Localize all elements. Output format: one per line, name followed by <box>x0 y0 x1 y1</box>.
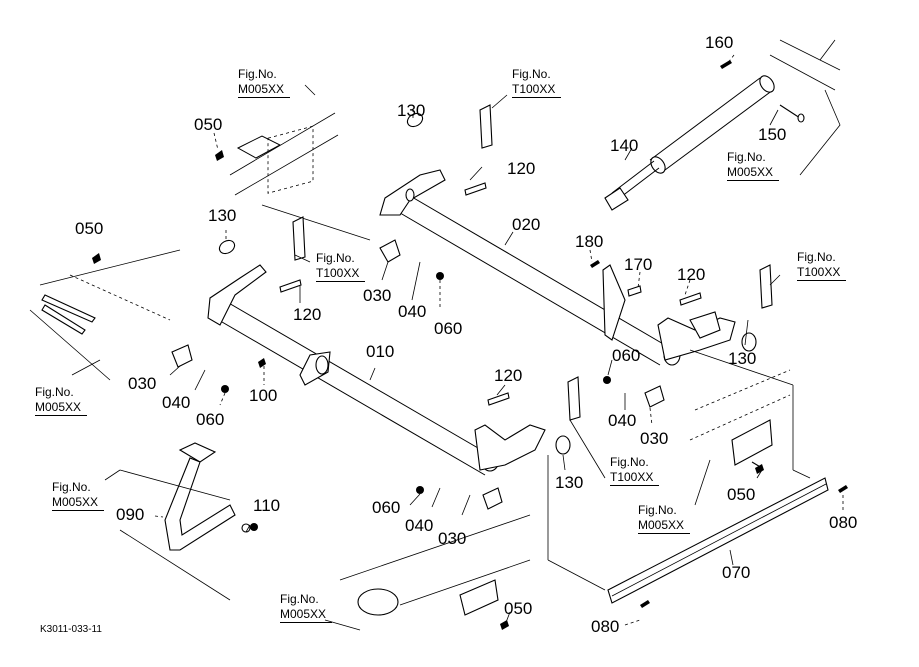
part-label: 120 <box>507 159 536 178</box>
fig-ref-code: M005XX <box>280 607 333 623</box>
fig-ref-prefix: Fig.No. <box>280 592 319 606</box>
fig-ref-prefix: Fig.No. <box>727 150 766 164</box>
part-label: 140 <box>610 136 639 155</box>
fig-ref-prefix: Fig.No. <box>35 385 74 399</box>
part-label: 060 <box>196 410 225 429</box>
fig-ref-prefix: Fig.No. <box>512 67 551 81</box>
fig-ref-code: M005XX <box>35 400 88 416</box>
fig-ref-prefix: Fig.No. <box>610 455 649 469</box>
frame-section-top-left <box>229 112 371 241</box>
part-label: 130 <box>208 206 237 225</box>
fig-ref-center-low: Fig.No.T100XX <box>610 455 660 486</box>
fig-ref-left-mid: Fig.No.M005XX <box>35 385 88 416</box>
part-label: 050 <box>504 599 533 618</box>
fig-ref-code: M005XX <box>52 495 105 511</box>
fig-ref-center-left: Fig.No.T100XX <box>316 251 366 282</box>
rockshaft-lower <box>207 264 546 476</box>
rear-frame <box>547 349 811 591</box>
fig-ref-bottom-center: Fig.No.M005XX <box>280 592 333 623</box>
part-label: 030 <box>128 374 157 393</box>
part-label: 060 <box>612 346 641 365</box>
fig-ref-code: T100XX <box>316 266 366 282</box>
frame-section-bottom <box>339 514 531 616</box>
fig-ref-prefix: Fig.No. <box>797 250 836 264</box>
part-label: 080 <box>829 513 858 532</box>
part-label: 150 <box>758 125 787 144</box>
part-label: 120 <box>293 305 322 324</box>
part-label: 030 <box>640 429 669 448</box>
part-label: 060 <box>434 319 463 338</box>
fig-ref-prefix: Fig.No. <box>238 67 277 81</box>
hardware-parts <box>92 104 773 630</box>
fig-ref-prefix: Fig.No. <box>316 251 355 265</box>
fig-ref-right-low: Fig.No.M005XX <box>638 503 691 534</box>
part-label: 050 <box>75 219 104 238</box>
part-label: 060 <box>372 498 401 517</box>
part-label: 120 <box>494 366 523 385</box>
part-label: 130 <box>555 473 584 492</box>
stay-bar <box>607 477 848 608</box>
part-label: 040 <box>162 393 191 412</box>
part-label: 090 <box>116 505 145 524</box>
part-label: 180 <box>575 232 604 251</box>
fig-ref-top-left: Fig.No.M005XX <box>238 67 291 98</box>
part-label: 070 <box>722 563 751 582</box>
fig-ref-left-low: Fig.No.M005XX <box>52 480 105 511</box>
part-label: 100 <box>249 386 278 405</box>
part-label: 120 <box>677 265 706 284</box>
fig-ref-code: T100XX <box>797 265 847 281</box>
part-label: 030 <box>363 286 392 305</box>
part-label: 040 <box>405 516 434 535</box>
fig-ref-right-mid: Fig.No.T100XX <box>797 250 847 281</box>
fig-ref-top-center: Fig.No.T100XX <box>512 67 562 98</box>
fig-ref-code: M005XX <box>238 82 291 98</box>
part-label: 130 <box>397 101 426 120</box>
fig-ref-prefix: Fig.No. <box>52 480 91 494</box>
fig-ref-code: M005XX <box>727 165 780 181</box>
part-label: 170 <box>624 255 653 274</box>
part-label: 050 <box>727 485 756 504</box>
part-label: 010 <box>366 342 395 361</box>
part-label: 110 <box>253 496 281 515</box>
fig-ref-code: M005XX <box>638 518 691 534</box>
fig-ref-top-right: Fig.No.M005XX <box>727 150 780 181</box>
part-label: 160 <box>705 33 734 52</box>
frame-section-left <box>29 249 181 381</box>
fig-ref-code: T100XX <box>610 470 660 486</box>
lift-arm-bracket <box>119 442 251 601</box>
part-label: 130 <box>728 349 757 368</box>
part-label: 040 <box>398 302 427 321</box>
leader-lines <box>71 54 844 631</box>
fig-ref-prefix: Fig.No. <box>638 503 677 517</box>
document-id: K3011-033-11 <box>40 624 102 635</box>
part-label: 040 <box>608 411 637 430</box>
rockshaft-upper <box>379 169 736 366</box>
part-label: 030 <box>438 529 467 548</box>
part-label: 020 <box>512 215 541 234</box>
fig-ref-code: T100XX <box>512 82 562 98</box>
part-label: 050 <box>194 115 223 134</box>
part-label: 080 <box>591 617 620 636</box>
hydraulic-cylinder <box>604 39 841 211</box>
